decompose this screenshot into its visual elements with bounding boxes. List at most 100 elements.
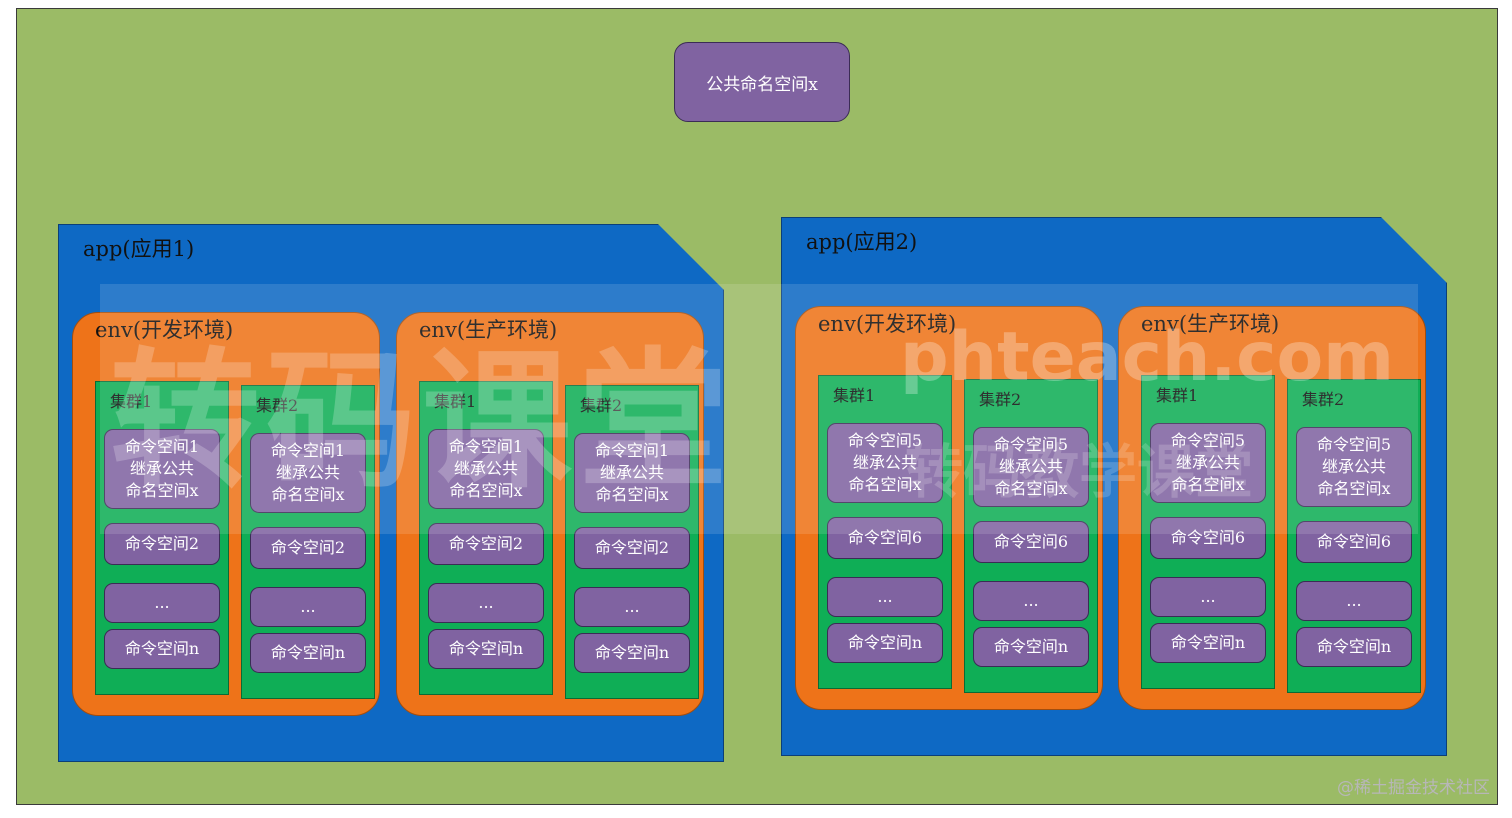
namespace-label-line: 继承公共 (852, 453, 917, 472)
namespace-label: 命令空间2 (270, 538, 346, 557)
namespace-box: 命令空间2 (574, 527, 690, 569)
watermark-subtitle: 转码教学课堂 (905, 438, 1254, 506)
namespace-label-line: 命名空间x (1171, 475, 1245, 494)
namespace-label: 命令空间n (1316, 637, 1392, 656)
namespace-label-line: 继承公共 (275, 463, 340, 482)
namespace-label: 命令空间n (993, 637, 1069, 656)
namespace-label: 命令空间n (124, 639, 200, 658)
namespace-label-line: 命令空间5 (993, 435, 1069, 454)
cluster-title: 集群1 (1156, 386, 1199, 405)
namespace-label: 命令空间6 (1316, 532, 1392, 551)
namespace-box: 命令空间n (104, 629, 220, 669)
namespace-label: ... (1200, 587, 1216, 606)
app-title: app(应用2) (806, 230, 918, 254)
namespace-label-line: 命令空间1 (594, 441, 670, 460)
namespace-label-line: 继承公共 (599, 463, 664, 482)
public-namespace-label: 公共命名空间x (706, 74, 818, 95)
namespace-box: ... (1296, 581, 1412, 621)
namespace-box: 命令空间5 继承公共命名空间x (1150, 423, 1266, 503)
namespace-box: ... (973, 581, 1089, 621)
namespace-label: 命令空间n (594, 643, 670, 662)
namespace-label-line: 命名空间x (449, 481, 523, 500)
cluster-title: 集群1 (434, 392, 477, 411)
env-title: env(开发环境) (818, 312, 957, 336)
namespace-box: 命令空间n (1150, 623, 1266, 663)
namespace-label: 命令空间n (847, 633, 923, 652)
namespace-label: ... (1023, 591, 1039, 610)
namespace-label-line: 命名空间x (271, 485, 345, 504)
cluster-title: 集群1 (833, 386, 876, 405)
namespace-label-line: 继承公共 (453, 459, 518, 478)
namespace-label: ... (624, 597, 640, 616)
namespace-label-line: 继承公共 (129, 459, 194, 478)
namespace-label: 命令空间n (448, 639, 524, 658)
namespace-box: 命令空间n (574, 633, 690, 673)
namespace-label: 命令空间2 (124, 534, 200, 553)
namespace-label-line: 命名空间x (994, 479, 1068, 498)
public-namespace-box: 公共命名空间x (674, 42, 850, 122)
namespace-label-line: 继承公共 (998, 457, 1063, 476)
namespace-box: 命令空间6 (1150, 517, 1266, 559)
env-title: env(生产环境) (1141, 312, 1280, 336)
namespace-label-line: 命名空间x (1317, 479, 1391, 498)
namespace-box: 命令空间6 (973, 521, 1089, 563)
namespace-label-line: 命令空间1 (124, 437, 200, 456)
namespace-box: 命令空间2 (428, 523, 544, 565)
namespace-label-line: 命令空间5 (847, 431, 923, 450)
namespace-box: 命令空间6 (1296, 521, 1412, 563)
namespace-box: 命令空间1 继承公共命名空间x (250, 433, 366, 513)
namespace-label: ... (478, 593, 494, 612)
namespace-label-line: 命令空间5 (1316, 435, 1392, 454)
namespace-label-line: 继承公共 (1175, 453, 1240, 472)
namespace-label: ... (300, 597, 316, 616)
watermark-logo-text: 转码课堂 (110, 335, 735, 509)
cluster-box: 集群1 命令空间5 继承公共命名空间x 命令空间6... 命令空间n (1141, 375, 1275, 689)
cluster-title: 集群2 (256, 396, 299, 415)
app-title: app(应用1) (83, 237, 195, 261)
cluster-box: 集群2 命令空间1 继承公共命名空间x 命令空间2... 命令空间n (241, 385, 375, 699)
namespace-label-line: 命名空间x (848, 475, 922, 494)
namespace-box: 命令空间n (1296, 627, 1412, 667)
namespace-label: 命令空间6 (847, 528, 923, 547)
namespace-label: 命令空间n (1170, 633, 1246, 652)
namespace-box: 命令空间n (827, 623, 943, 663)
namespace-box: 命令空间n (973, 627, 1089, 667)
namespace-box: 命令空间n (428, 629, 544, 669)
namespace-box: 命令空间6 (827, 517, 943, 559)
namespace-box: ... (250, 587, 366, 627)
source-credit: @稀土掘金技术社区 (1337, 778, 1490, 798)
cluster-box: 集群2 命令空间5 继承公共命名空间x 命令空间6... 命令空间n (964, 379, 1098, 693)
namespace-label-line: 命令空间1 (270, 441, 346, 460)
namespace-label-line: 命名空间x (595, 485, 669, 504)
cluster-box: 集群2 命令空间1 继承公共命名空间x 命令空间2... 命令空间n (565, 385, 699, 699)
namespace-box: ... (428, 583, 544, 623)
env-title: env(开发环境) (95, 318, 234, 342)
namespace-label-line: 命令空间5 (1170, 431, 1246, 450)
namespace-label: 命令空间2 (448, 534, 524, 553)
namespace-box: 命令空间n (250, 633, 366, 673)
cluster-title: 集群2 (1302, 390, 1345, 409)
namespace-label: ... (154, 593, 170, 612)
cluster-title: 集群1 (110, 392, 153, 411)
namespace-label: ... (877, 587, 893, 606)
namespace-label: 命令空间6 (1170, 528, 1246, 547)
namespace-label: 命令空间2 (594, 538, 670, 557)
cluster-title: 集群2 (580, 396, 623, 415)
namespace-label: 命令空间6 (993, 532, 1069, 551)
namespace-box: ... (574, 587, 690, 627)
namespace-box: 命令空间5 继承公共命名空间x (973, 427, 1089, 507)
namespace-box: 命令空间2 (104, 523, 220, 565)
namespace-box: ... (104, 583, 220, 623)
cluster-title: 集群2 (979, 390, 1022, 409)
watermark-band (100, 284, 1418, 534)
namespace-label: ... (1346, 591, 1362, 610)
